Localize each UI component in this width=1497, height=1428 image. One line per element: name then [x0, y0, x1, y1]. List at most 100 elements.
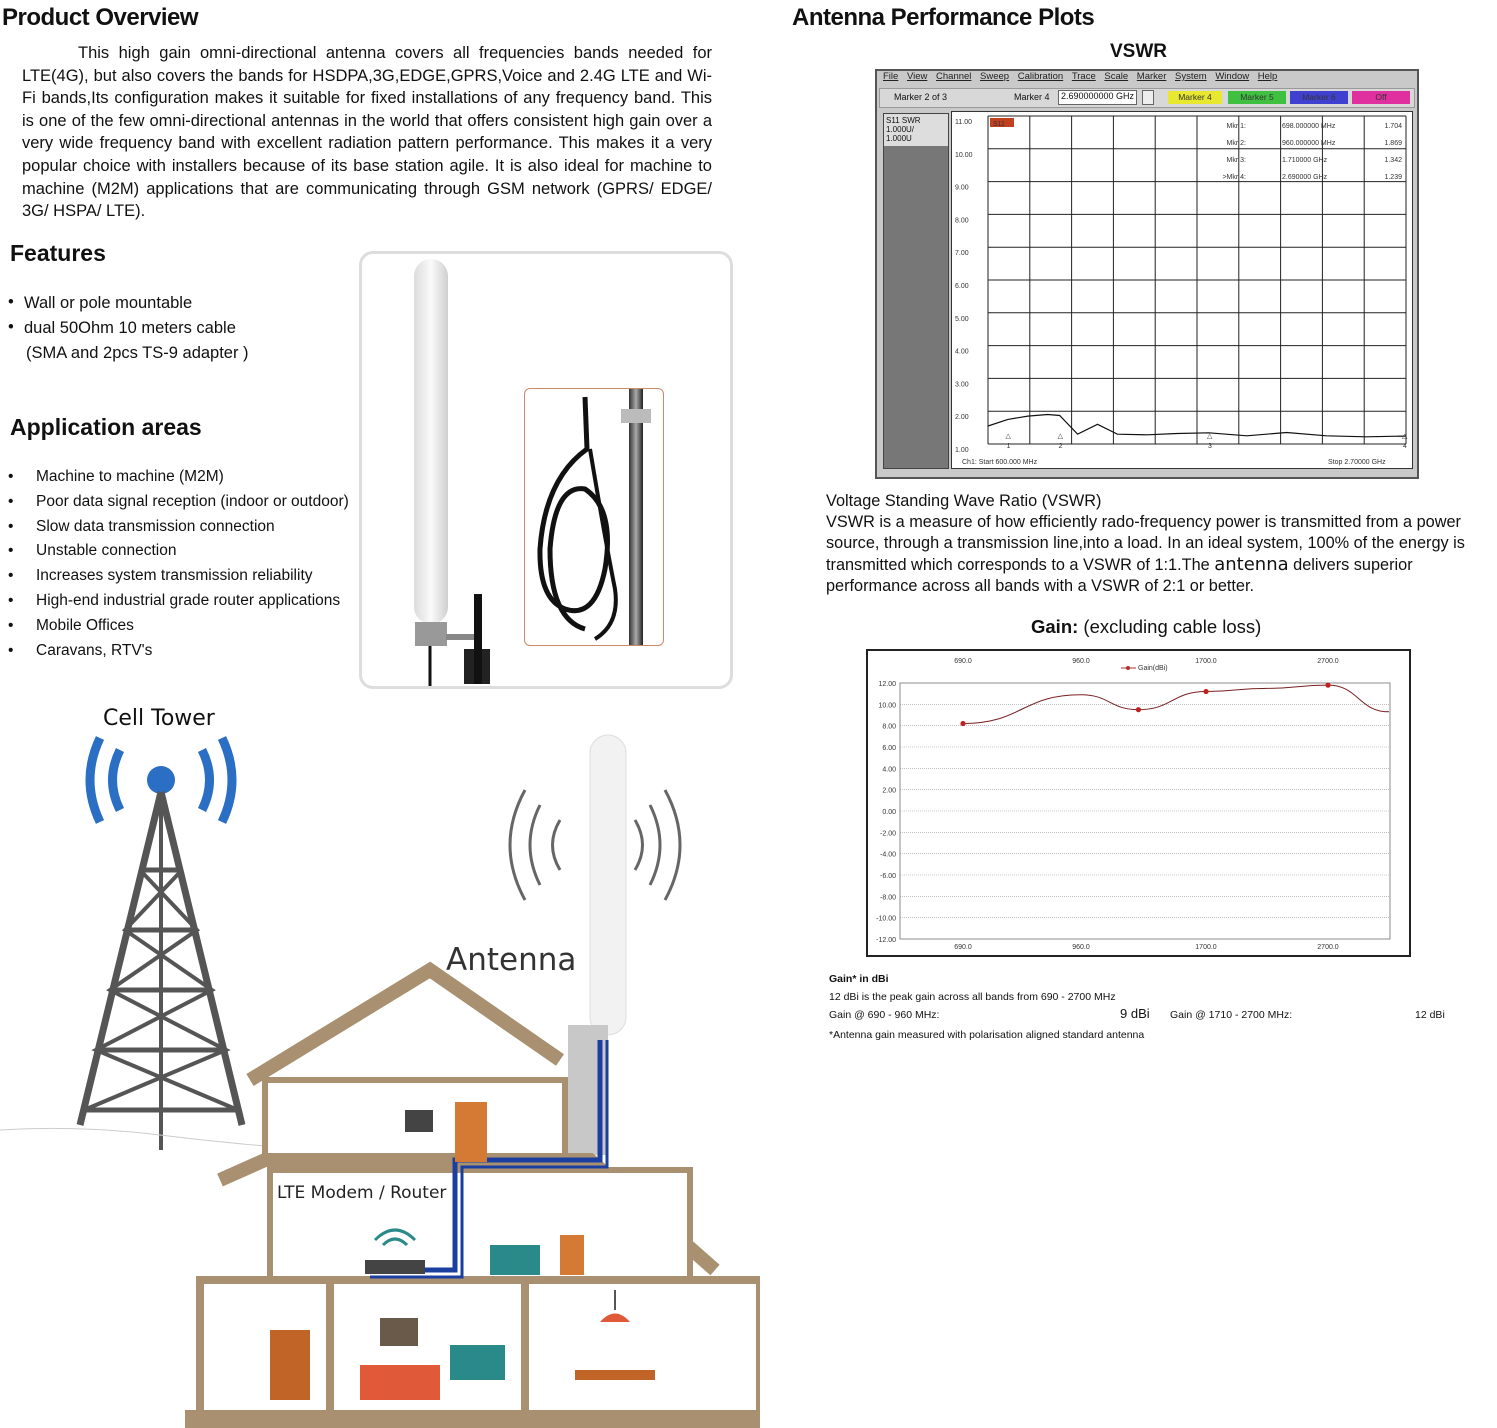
marker-value: 1.342 — [1384, 157, 1402, 164]
y-tick-label: 10.00 — [878, 702, 896, 709]
vswr-desc-title: Voltage Standing Wave Ratio (VSWR) — [826, 492, 1102, 510]
y-tick-label: 6.00 — [882, 745, 896, 752]
cell-tower-label: Cell Tower — [103, 706, 215, 731]
vswr-desc-body: VSWR is a measure of how efficiently rad… — [826, 513, 1465, 595]
marker-freq: 698.000000 MHz — [1282, 123, 1336, 130]
installation-illustration — [0, 734, 760, 1428]
list-item: Caravans, RTV's — [8, 639, 349, 664]
marker-off-button[interactable]: Off — [1352, 91, 1410, 104]
marker6-button[interactable]: Marker 6 — [1290, 91, 1348, 104]
list-item: High-end industrial grade router applica… — [8, 589, 349, 614]
marker-triangle: △ — [1006, 433, 1012, 440]
menu-item[interactable]: Window — [1215, 71, 1250, 82]
gain-notes: Gain* in dBi 12 dBi is the peak gain acr… — [829, 970, 1469, 1044]
antenna-product-image — [414, 259, 490, 686]
menu-item[interactable]: Channel — [936, 71, 972, 82]
y-tick-label: 0.00 — [882, 809, 896, 816]
marker4-button[interactable]: Marker 4 — [1168, 91, 1222, 104]
marker-freq: 960.000000 MHz — [1282, 140, 1336, 147]
y-tick-label: 10.00 — [955, 152, 973, 159]
menu-item[interactable]: Scale — [1104, 71, 1129, 82]
gain-marker — [1325, 682, 1331, 688]
marker-triangle: △ — [1058, 433, 1064, 440]
marker-triangle: △ — [1402, 433, 1408, 440]
vswr-trace — [987, 413, 1406, 438]
y-tick-label: 11.00 — [955, 119, 972, 126]
marker-number: 4 — [1403, 443, 1407, 450]
y-tick-label: 8.00 — [882, 724, 896, 731]
list-item: Unstable connection — [8, 539, 349, 564]
marker-name: Mkr 3: — [1227, 157, 1247, 164]
cable-icon — [537, 389, 651, 645]
gain-chart-box: 12.00 10.00 8.00 6.00 4.00 2.00 0.00 -2.00 -4.00… — [866, 649, 1411, 957]
x-tick-label-top: 2700.0 — [1317, 658, 1339, 665]
network-analyzer-window: File View Channel Sweep Calibration Trac… — [875, 69, 1419, 479]
gain-notes-title: Gain* in dBi — [829, 973, 889, 985]
x-tick-label-top: 960.0 — [1072, 658, 1090, 665]
trace-tag — [990, 118, 1014, 127]
y-tick-label: 2.00 — [882, 788, 896, 795]
gain-low-label: Gain @ 690 - 960 MHz: — [829, 1009, 940, 1021]
feature-item: Wall or pole mountable — [8, 290, 249, 316]
y-tick-label: 8.00 — [955, 217, 969, 224]
x-tick-label: 2700.0 — [1317, 944, 1339, 951]
gain-high-label: Gain @ 1710 - 2700 MHz: — [1170, 1009, 1293, 1021]
antenna-label: Antenna — [446, 942, 577, 978]
y-tick-label: 7.00 — [955, 250, 969, 257]
menu-item[interactable]: File — [883, 71, 899, 82]
vswr-label: VSWR — [1110, 41, 1167, 62]
features-title: Features — [10, 240, 106, 266]
y-tick-label: 2.00 — [955, 414, 969, 421]
gain-marker — [960, 720, 966, 727]
y-tick-label: 1.00 — [955, 447, 969, 454]
list-item: Slow data transmission connection — [8, 515, 349, 540]
cell-tower-icon — [76, 736, 246, 1150]
sweep-stop: Stop 2.70000 GHz — [1328, 459, 1386, 466]
gain-title: Gain: (excluding cable loss) — [1031, 616, 1262, 637]
list-item: Increases system transmission reliabilit… — [8, 564, 349, 589]
menu-item[interactable]: Sweep — [980, 71, 1010, 82]
y-tick-label: -4.00 — [880, 852, 896, 859]
router-icon — [365, 1260, 425, 1274]
list-item: Mobile Offices — [8, 614, 349, 639]
y-tick-label: 12.00 — [878, 681, 896, 688]
features-list: Wall or pole mountable dual 50Ohm 10 met… — [8, 290, 249, 366]
y-tick-label: -10.00 — [876, 916, 896, 923]
menu-item[interactable]: Marker — [1136, 71, 1167, 82]
marker-name: Mkr 1: — [1227, 123, 1247, 130]
gain-notes-peak: 12 dBi is the peak gain across all bands… — [829, 991, 1116, 1003]
overview-text: This high gain omni-directional antenna … — [22, 44, 712, 221]
marker-status: Marker 2 of 3 — [894, 92, 948, 102]
y-tick-label: 4.00 — [882, 766, 896, 773]
cable-inset-photo — [524, 388, 664, 646]
antenna-icon — [508, 734, 682, 1155]
marker-value: 1.704 — [1384, 123, 1402, 130]
x-tick-label: 960.0 — [1072, 944, 1090, 951]
marker-value: 1.239 — [1384, 174, 1402, 181]
y-tick-label: -8.00 — [880, 894, 896, 901]
sweep-start: Ch1: Start 600.000 MHz — [962, 459, 1038, 466]
trace-panel: S11 SWR 1.000U/ 1.000U — [883, 113, 949, 469]
marker-number: 1 — [1007, 443, 1011, 450]
menu-item[interactable]: Trace — [1071, 71, 1096, 82]
marker4-label: Marker 4 — [1014, 92, 1050, 102]
y-tick-label: 6.00 — [955, 283, 969, 290]
vswr-description: Voltage Standing Wave Ratio (VSWR) VSWR … — [826, 491, 1497, 597]
y-tick-label: 9.00 — [955, 185, 969, 192]
marker5-button[interactable]: Marker 5 — [1228, 91, 1286, 104]
menu-item[interactable]: Help — [1257, 71, 1278, 82]
menu-item[interactable]: System — [1175, 71, 1207, 82]
marker4-value-field[interactable]: 2.690000000 GHz — [1058, 90, 1138, 105]
performance-plots-title: Antenna Performance Plots — [792, 4, 1095, 31]
stepper-icon[interactable] — [1142, 90, 1154, 105]
menu-item[interactable]: Calibration — [1017, 71, 1064, 82]
menu-item[interactable]: View — [906, 71, 928, 82]
y-tick-label: -12.00 — [876, 937, 896, 944]
menu-bar: File View Channel Sweep Calibration Trac… — [877, 71, 1417, 87]
y-tick-label: -6.00 — [880, 873, 896, 880]
marker-name: Mkr 2: — [1227, 140, 1247, 147]
list-item: Machine to machine (M2M) — [8, 465, 349, 490]
y-tick-label: -2.00 — [880, 830, 896, 837]
trace-label[interactable]: S11 SWR 1.000U/ 1.000U — [884, 114, 948, 146]
